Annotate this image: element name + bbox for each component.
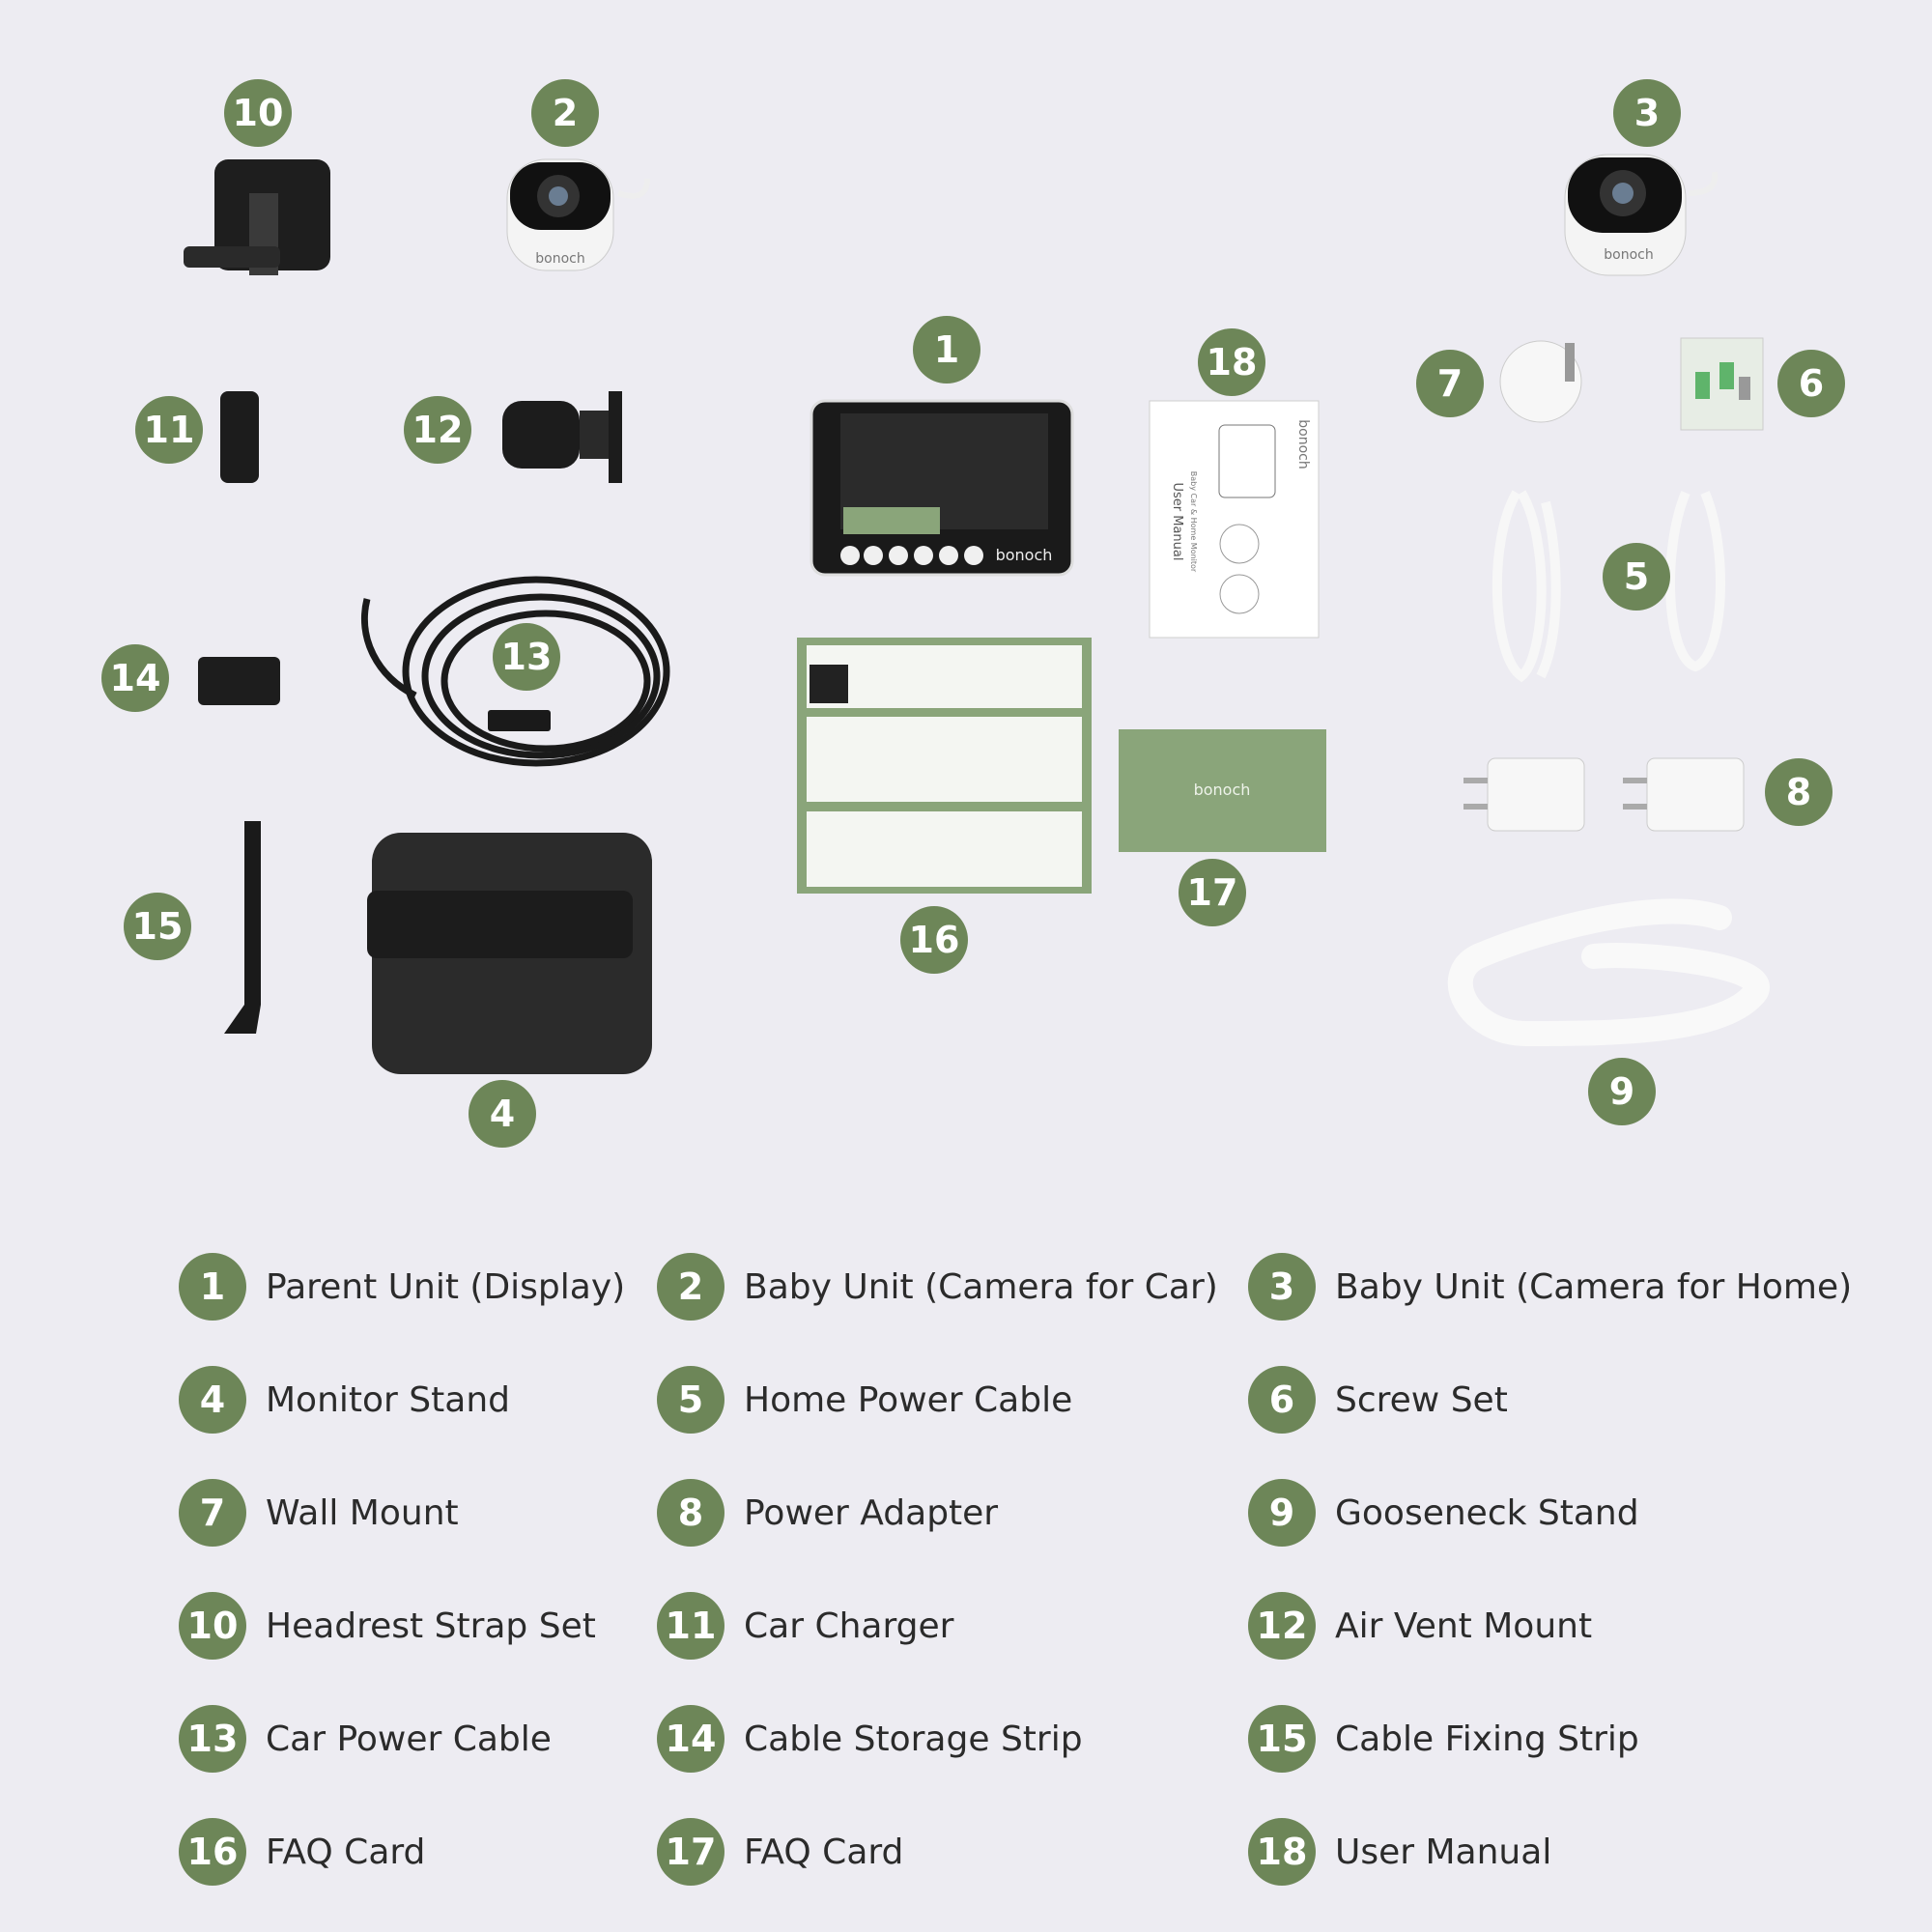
legend-label: Baby Unit (Camera for Home): [1335, 1266, 1853, 1307]
legend-label: Parent Unit (Display): [266, 1266, 626, 1307]
legend-item-18: 18 User Manual: [1248, 1813, 1551, 1890]
legend-item-13: 13 Car Power Cable: [179, 1700, 552, 1777]
headrest-strap-set-image: [184, 159, 330, 275]
badge-14: 14: [101, 644, 169, 712]
legend-item-3: 3 Baby Unit (Camera for Home): [1248, 1248, 1852, 1325]
legend-label: Air Vent Mount: [1335, 1605, 1593, 1646]
legend-number: 4: [179, 1366, 246, 1434]
legend-number: 14: [657, 1705, 724, 1773]
legend-item-15: 15 Cable Fixing Strip: [1248, 1700, 1639, 1777]
legend-label: Car Charger: [744, 1605, 954, 1646]
camera-home-image: bonoch: [1564, 154, 1719, 276]
legend-item-2: 2 Baby Unit (Camera for Car): [657, 1248, 1218, 1325]
legend-item-4: 4 Monitor Stand: [179, 1361, 510, 1438]
legend-label: Screw Set: [1335, 1379, 1508, 1420]
user-manual-image: [1149, 400, 1320, 639]
legend-label: User Manual: [1335, 1832, 1552, 1872]
legend-item-7: 7 Wall Mount: [179, 1474, 459, 1551]
product-photo: bonoch bonoch bonoch User Manual Baby Ca…: [184, 154, 1770, 1074]
parent-unit-image: [810, 399, 1074, 577]
legend-label: Gooseneck Stand: [1335, 1492, 1639, 1533]
legend-item-16: 16 FAQ Card: [179, 1813, 425, 1890]
legend-item-10: 10 Headrest Strap Set: [179, 1587, 596, 1664]
legend-item-8: 8 Power Adapter: [657, 1474, 998, 1551]
camera-car-image: bonoch: [506, 158, 650, 271]
camera-car-brand: bonoch: [535, 251, 584, 267]
badge-1: 1: [913, 316, 980, 384]
legend-label: Car Power Cable: [266, 1719, 552, 1759]
car-charger-image: [220, 391, 259, 483]
gooseneck-stand-image: [1447, 898, 1770, 1047]
badge-15: 15: [124, 893, 191, 960]
legend-number: 18: [1248, 1818, 1316, 1886]
badge-18: 18: [1198, 328, 1265, 396]
manual-brand: bonoch: [1295, 419, 1311, 469]
legend-number: 10: [179, 1592, 246, 1660]
wall-mount-image: [1499, 340, 1582, 423]
legend-number: 1: [179, 1253, 246, 1321]
legend-item-5: 5 Home Power Cable: [657, 1361, 1072, 1438]
badge-11: 11: [135, 396, 203, 464]
legend-item-6: 6 Screw Set: [1248, 1361, 1508, 1438]
power-adapter-image: [1463, 757, 1745, 832]
badge-6: 6: [1777, 350, 1845, 417]
faq-card-16-image: [797, 638, 1092, 894]
badge-13: 13: [493, 623, 560, 691]
legend-label: Power Adapter: [744, 1492, 999, 1533]
legend-number: 8: [657, 1479, 724, 1547]
legend-number: 13: [179, 1705, 246, 1773]
legend-label: Monitor Stand: [266, 1379, 510, 1420]
faq-card-17-image: [1119, 729, 1326, 852]
faq-card-17-brand: bonoch: [1194, 781, 1251, 799]
legend-number: 15: [1248, 1705, 1316, 1773]
legend-item-17: 17 FAQ Card: [657, 1813, 903, 1890]
screw-set-image: [1680, 337, 1764, 431]
legend-label: FAQ Card: [744, 1832, 904, 1872]
legend-label: Home Power Cable: [744, 1379, 1073, 1420]
legend-item-11: 11 Car Charger: [657, 1587, 953, 1664]
badge-3: 3: [1613, 79, 1681, 147]
legend-number: 16: [179, 1818, 246, 1886]
cable-fixing-strip-image: [224, 821, 261, 1034]
legend-label: Baby Unit (Camera for Car): [744, 1266, 1218, 1307]
car-power-cable-image: [360, 576, 670, 767]
legend-label: Headrest Strap Set: [266, 1605, 596, 1646]
legend-item-12: 12 Air Vent Mount: [1248, 1587, 1592, 1664]
legend-label: Cable Storage Strip: [744, 1719, 1083, 1759]
badge-8: 8: [1765, 758, 1833, 826]
badge-9: 9: [1588, 1058, 1656, 1125]
legend-label: Cable Fixing Strip: [1335, 1719, 1639, 1759]
legend-label: FAQ Card: [266, 1832, 426, 1872]
legend-number: 12: [1248, 1592, 1316, 1660]
legend-number: 11: [657, 1592, 724, 1660]
legend-number: 7: [179, 1479, 246, 1547]
manual-subtitle: Baby Car & Home Monitor: [1189, 471, 1198, 573]
air-vent-mount-image: [502, 391, 622, 483]
legend-number: 9: [1248, 1479, 1316, 1547]
badge-7: 7: [1416, 350, 1484, 417]
cable-storage-strip-image: [198, 657, 280, 705]
legend-number: 6: [1248, 1366, 1316, 1434]
monitor-stand-image: [367, 833, 652, 1074]
legend-number: 17: [657, 1818, 724, 1886]
badge-17: 17: [1179, 859, 1246, 926]
badge-2: 2: [531, 79, 599, 147]
legend-number: 3: [1248, 1253, 1316, 1321]
legend-item-9: 9 Gooseneck Stand: [1248, 1474, 1639, 1551]
manual-title: User Manual: [1170, 482, 1184, 560]
legend-label: Wall Mount: [266, 1492, 459, 1533]
badge-4: 4: [469, 1080, 536, 1148]
legend-number: 5: [657, 1366, 724, 1434]
badge-10: 10: [224, 79, 292, 147]
legend-number: 2: [657, 1253, 724, 1321]
camera-home-brand: bonoch: [1604, 247, 1653, 263]
badge-16: 16: [900, 906, 968, 974]
badge-5: 5: [1603, 543, 1670, 611]
legend-item-1: 1 Parent Unit (Display): [179, 1248, 625, 1325]
monitor-brand: bonoch: [996, 546, 1053, 564]
badge-12: 12: [404, 396, 471, 464]
home-power-cable-image: [1492, 490, 1725, 683]
legend-item-14: 14 Cable Storage Strip: [657, 1700, 1083, 1777]
